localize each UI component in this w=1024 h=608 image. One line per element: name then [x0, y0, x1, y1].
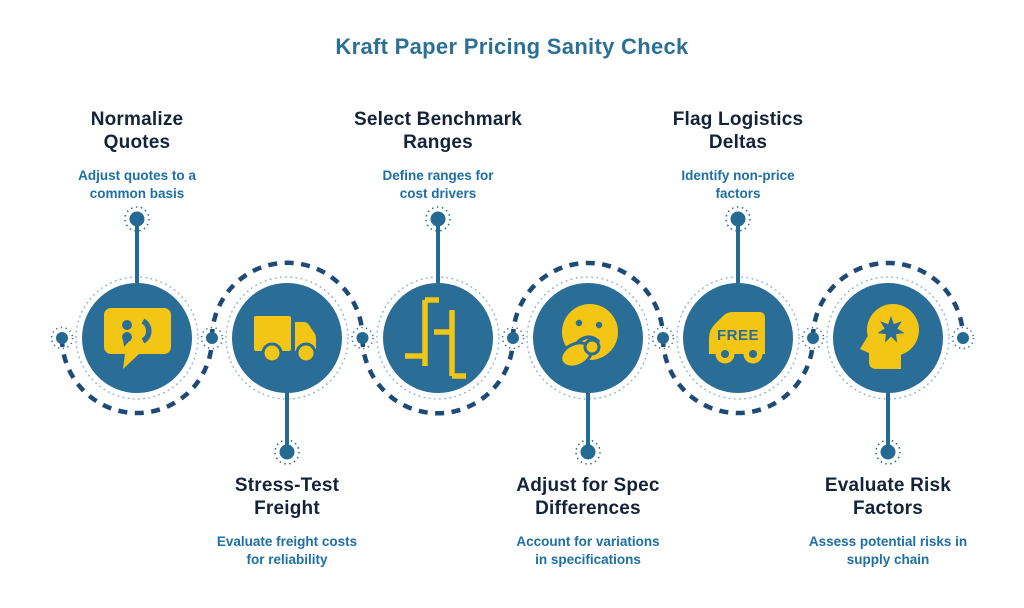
path-junction-dots [50, 326, 975, 350]
step-5-title: Flag Logistics Deltas [672, 109, 804, 154]
step-6-title: Evaluate Risk Factors [824, 475, 952, 520]
step-3-circle [383, 283, 493, 393]
step-2-title: Stress-Test Freight [234, 475, 340, 520]
step-3-label: Select Benchmark Ranges Define ranges fo… [328, 108, 548, 202]
range-sliders-icon [405, 297, 466, 379]
step-5-label: Flag Logistics Deltas Identify non-price… [628, 108, 848, 202]
free-shipping-van-icon: FREE [709, 312, 765, 364]
quote-bubble-icon [104, 308, 171, 369]
head-idea-icon [860, 304, 919, 369]
step-4-subtitle: Account for variations in specifications [516, 534, 660, 567]
step-5-subtitle: Identify non-price factors [681, 168, 795, 201]
step-4-label: Adjust for Spec Differences Account for … [478, 474, 698, 568]
step-6-subtitle: Assess potential risks in supply chain [808, 534, 968, 567]
step-4-title: Adjust for Spec Differences [516, 475, 660, 520]
step-3-subtitle: Define ranges for cost drivers [382, 168, 494, 201]
step-6-label: Evaluate Risk Factors Assess potential r… [778, 474, 998, 568]
delivery-truck-icon [254, 316, 317, 364]
connector-dots [124, 206, 901, 465]
thinking-face-icon [559, 304, 618, 369]
step-3-title: Select Benchmark Ranges [354, 109, 522, 154]
label-connectors [135, 226, 890, 446]
step-2-label: Stress-Test Freight Evaluate freight cos… [177, 474, 397, 568]
dashed-serpentine-path [59, 260, 966, 416]
page-title: Kraft Paper Pricing Sanity Check [335, 34, 689, 59]
step-1-label: Normalize Quotes Adjust quotes to a comm… [27, 108, 247, 202]
step-2-subtitle: Evaluate freight costs for reliability [216, 534, 358, 567]
step-1-subtitle: Adjust quotes to a common basis [78, 168, 196, 201]
step-1-title: Normalize Quotes [90, 109, 184, 154]
free-label: FREE [717, 327, 759, 344]
